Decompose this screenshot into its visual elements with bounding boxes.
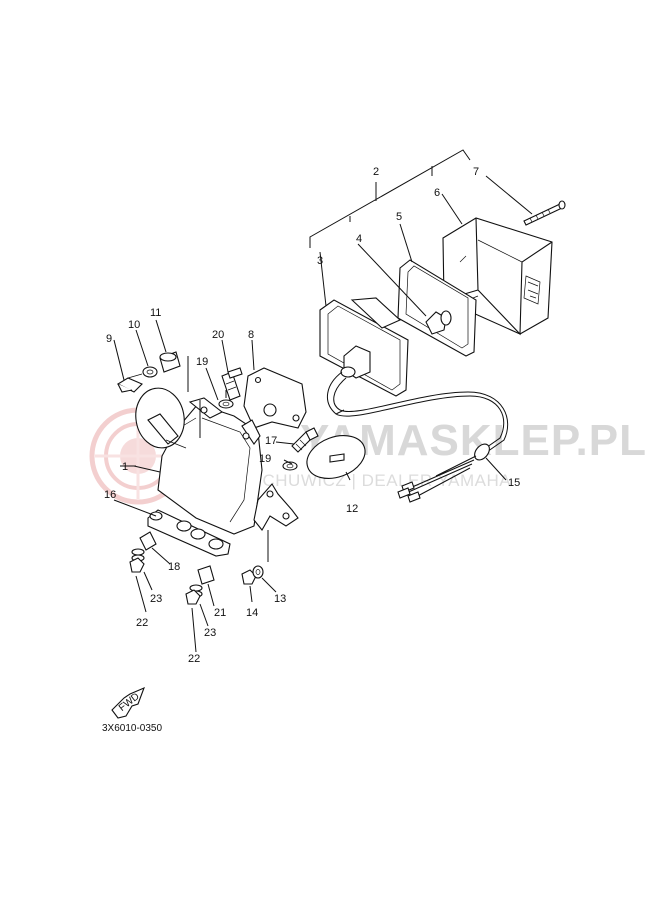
callout-22-right: 22	[188, 653, 200, 665]
callout-22-left: 22	[136, 617, 148, 629]
rear-reflector	[306, 435, 366, 479]
leader-lines	[113, 175, 533, 653]
bolt-17	[291, 427, 319, 453]
nut-14	[241, 569, 257, 585]
lens-screw	[523, 200, 566, 226]
callout-18: 18	[168, 561, 180, 573]
callout-21: 21	[214, 607, 226, 619]
callout-4: 4	[356, 233, 362, 245]
callout-11: 11	[150, 307, 161, 319]
grommet-21	[197, 565, 215, 585]
callout-9: 9	[106, 333, 112, 345]
callout-19-upper: 19	[196, 356, 208, 368]
side-reflector	[135, 387, 187, 449]
callout-17: 17	[265, 435, 277, 447]
fwd-arrow-icon: FWD	[111, 686, 145, 719]
callout-3: 3	[317, 255, 323, 267]
collar-11	[159, 351, 181, 373]
washer-10	[142, 366, 158, 378]
bolt-20	[221, 367, 243, 401]
callout-8: 8	[248, 329, 254, 341]
callout-16: 16	[104, 489, 116, 501]
callout-19-lower: 19	[259, 453, 271, 465]
lamp-base	[319, 297, 409, 397]
callout-15: 15	[508, 477, 520, 489]
washer-19-upper	[218, 399, 234, 409]
callout-1: 1	[122, 461, 128, 473]
callout-12: 12	[346, 503, 358, 515]
callout-5: 5	[396, 211, 402, 223]
grommet-18	[139, 531, 157, 551]
callout-6: 6	[434, 187, 440, 199]
wire-harness	[327, 371, 509, 503]
washer-13	[252, 565, 264, 579]
callout-13: 13	[274, 593, 286, 605]
license-bracket	[157, 397, 263, 535]
connector-pins-icon	[397, 481, 421, 503]
callout-10: 10	[128, 319, 140, 331]
callout-7: 7	[473, 166, 479, 178]
mounting-plate	[243, 367, 307, 429]
callout-labels: 2 7 6 5 4 3 10 11 9 20 8 19 17 19 1 16 1…	[104, 166, 520, 665]
diagram-code: 3X6010-0350	[102, 723, 162, 734]
nut-22-right	[185, 589, 201, 605]
callout-14: 14	[246, 607, 258, 619]
assembly-bracket	[309, 149, 471, 248]
lens-reflector-icon	[523, 275, 541, 305]
callout-23-right: 23	[204, 627, 216, 639]
callout-20: 20	[212, 329, 224, 341]
bolt-9	[116, 373, 143, 393]
bracket-bar	[147, 509, 231, 557]
callout-23-left: 23	[150, 593, 162, 605]
bracket-stay	[253, 483, 299, 531]
callout-2: 2	[373, 166, 379, 178]
nut-22-left	[129, 557, 145, 573]
washer-19-lower	[282, 461, 298, 471]
tail-lamp-bulb	[425, 310, 452, 335]
